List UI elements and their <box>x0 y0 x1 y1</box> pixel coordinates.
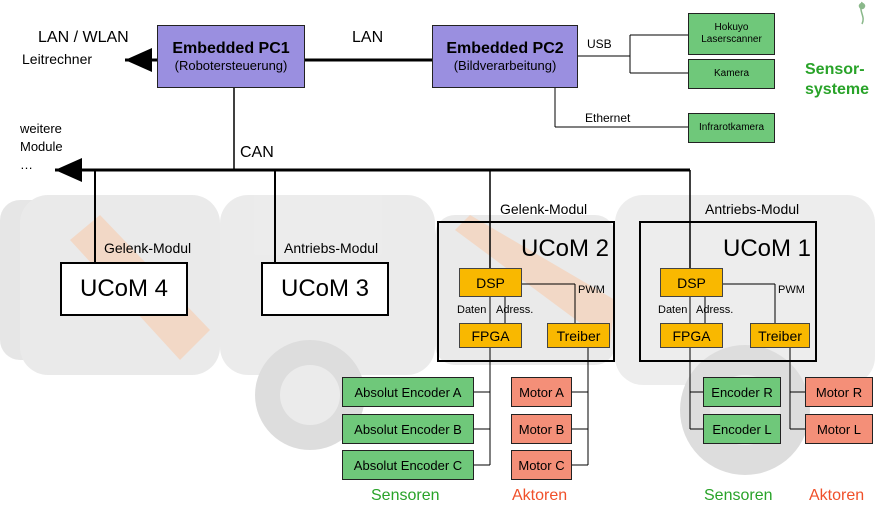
lan-label: LAN <box>352 29 384 46</box>
connection-lines <box>55 34 805 466</box>
ucom1-pwm-label: PWM <box>778 284 805 296</box>
usb-label: USB <box>587 37 612 51</box>
kamera-label: Kamera <box>713 68 749 79</box>
ucom2-daten-label: Daten <box>457 304 487 316</box>
ucom1-treiber-label: Treiber <box>758 327 802 344</box>
hokuyo-laserscanner-box: Hokuyo Laserscanner <box>688 13 775 55</box>
enc-l-label: Encoder L <box>712 421 772 437</box>
absolut-encoder-c: Absolut Encoder C <box>342 450 474 480</box>
ucom2-dsp-label: DSP <box>476 274 505 291</box>
pc2-subtitle: (Bildverarbeitung) <box>453 58 557 73</box>
ucom4-box: UCoM 4 <box>60 262 188 316</box>
motor-l: Motor L <box>805 414 873 444</box>
pc2-title: Embedded PC2 <box>446 40 564 57</box>
motor-r: Motor R <box>805 377 873 407</box>
corner-logo <box>858 1 866 25</box>
hokuyo-line1: Hokuyo <box>714 22 749 33</box>
aktoren-label-left: Aktoren <box>512 487 568 504</box>
motor-b-label: Motor B <box>518 421 565 437</box>
module2-label: Gelenk-Modul <box>500 201 588 217</box>
ucom3-box: UCoM 3 <box>261 262 389 316</box>
leitrechner-label: Leitrechner <box>22 51 93 67</box>
can-label: CAN <box>240 144 274 161</box>
ucom1-dsp: DSP <box>660 268 723 297</box>
motor-l-label: Motor L <box>816 421 862 437</box>
sensorsysteme-label: Sensor- systeme <box>805 60 869 100</box>
module3-label: Antriebs-Modul <box>284 240 379 256</box>
motor-a: Motor A <box>511 377 572 407</box>
sensoren-label-left: Sensoren <box>371 487 440 504</box>
encoder-r: Encoder R <box>703 377 781 407</box>
ucom2-treiber: Treiber <box>547 323 610 348</box>
aktoren-label-right: Aktoren <box>809 487 865 504</box>
motor-r-label: Motor R <box>815 384 863 400</box>
sensorsysteme-line2: systeme <box>805 81 870 98</box>
pc1-title: Embedded PC1 <box>172 40 290 57</box>
infrarotkamera-label: Infrarotkamera <box>698 122 765 133</box>
embedded-pc2-box: Embedded PC2 (Bildverarbeitung) <box>432 25 578 88</box>
absolut-encoder-b: Absolut Encoder B <box>342 414 474 444</box>
ucom2-pwm-label: PWM <box>578 284 605 296</box>
sensoren-label-right: Sensoren <box>704 487 773 504</box>
ucom1-adress-label: Adress. <box>696 304 734 316</box>
motor-a-label: Motor A <box>519 384 564 400</box>
infrarotkamera-box: Infrarotkamera <box>688 113 775 143</box>
weitere-text: weitere <box>20 121 62 136</box>
ucom2-treiber-label: Treiber <box>556 327 601 344</box>
encoder-l: Encoder L <box>703 414 781 444</box>
ucom2-fpga-label: FPGA <box>471 327 510 344</box>
enc-r-label: Encoder R <box>711 384 773 400</box>
ucom1-fpga: FPGA <box>660 323 723 348</box>
weitere-module-label: weitere Module … <box>20 120 63 174</box>
absolut-encoder-a: Absolut Encoder A <box>342 377 474 407</box>
enc-b-label: Absolut Encoder B <box>354 421 462 437</box>
ucom1-box <box>639 221 817 362</box>
ucom2-box <box>437 221 615 362</box>
dots-text: … <box>20 157 33 172</box>
ucom2-label: UCoM 2 <box>521 235 610 262</box>
ucom3-label: UCoM 3 <box>280 275 370 302</box>
ucom2-adress-label: Adress. <box>496 304 534 316</box>
ucom1-daten-label: Daten <box>658 304 688 316</box>
module-text: Module <box>20 139 63 154</box>
ucom1-dsp-label: DSP <box>677 274 706 291</box>
hokuyo-line2: Laserscanner <box>701 34 762 45</box>
ucom1-treiber: Treiber <box>750 323 810 348</box>
kamera-box: Kamera <box>688 59 775 89</box>
ucom2-dsp: DSP <box>459 268 522 297</box>
ethernet-label: Ethernet <box>585 111 631 125</box>
ucom4-label: UCoM 4 <box>79 275 169 302</box>
module1-label: Antriebs-Modul <box>705 201 800 217</box>
motor-c: Motor C <box>511 450 572 480</box>
motor-c-label: Motor C <box>518 457 565 473</box>
ucom2-fpga: FPGA <box>459 323 522 348</box>
lan-wlan-label: LAN / WLAN <box>38 29 129 46</box>
enc-c-label: Absolut Encoder C <box>353 457 463 473</box>
module4-label: Gelenk-Modul <box>104 240 192 256</box>
ucom1-fpga-label: FPGA <box>672 327 711 344</box>
enc-a-label: Absolut Encoder A <box>354 384 462 400</box>
embedded-pc1-box: Embedded PC1 (Robotersteuerung) <box>157 25 305 88</box>
motor-b: Motor B <box>511 414 572 444</box>
pc1-subtitle: (Robotersteuerung) <box>174 58 288 73</box>
sensorsysteme-line1: Sensor- <box>805 61 865 78</box>
ucom1-label: UCoM 1 <box>723 235 812 262</box>
